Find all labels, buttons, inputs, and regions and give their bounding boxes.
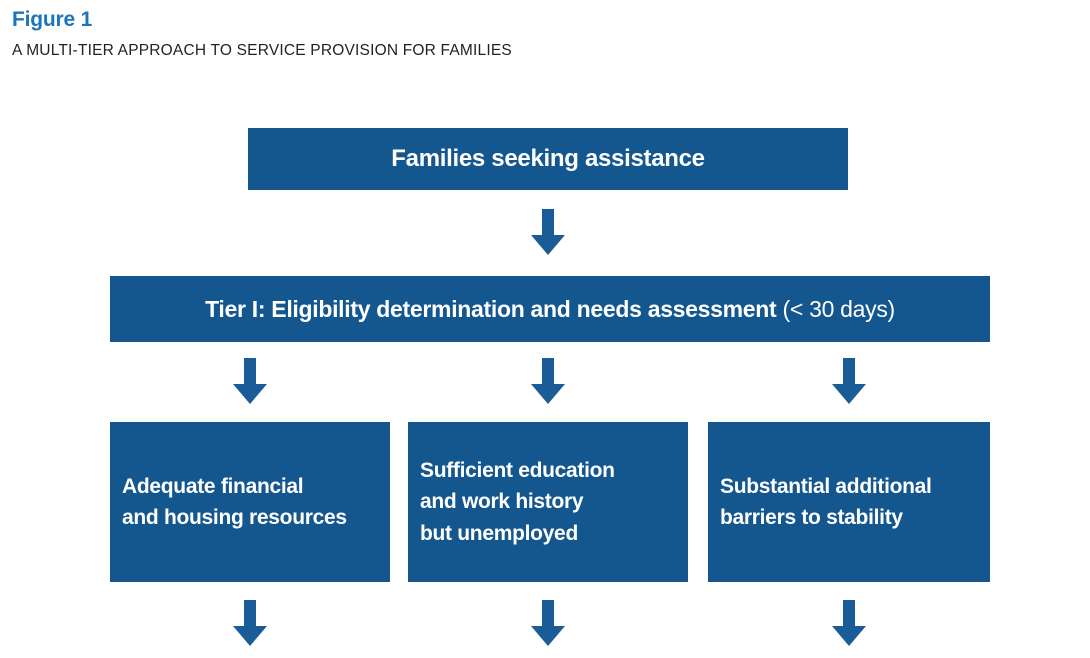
- node-label-line: Substantial additional: [720, 474, 932, 498]
- node-adequate-financial-housing: Adequate financial and housing resources: [110, 422, 390, 582]
- node-families-seeking-assistance: Families seeking assistance: [248, 128, 848, 190]
- node-label-regular: (< 30 days): [776, 295, 895, 322]
- node-label: Adequate financial and housing resources: [110, 471, 353, 534]
- node-label-line: Sufficient education: [420, 458, 615, 482]
- down-arrow-icon: [832, 600, 866, 646]
- arrow-shaft: [244, 600, 256, 626]
- node-label-line: but unemployed: [420, 521, 578, 545]
- arrow-head: [233, 384, 267, 404]
- arrow-shaft: [843, 600, 855, 626]
- node-label-line: and work history: [420, 490, 584, 514]
- figure-subtitle: A MULTI-TIER APPROACH TO SERVICE PROVISI…: [12, 42, 512, 59]
- arrow-shaft: [542, 358, 554, 384]
- node-label: Sufficient education and work history bu…: [408, 455, 621, 550]
- arrow-shaft: [542, 600, 554, 626]
- down-arrow-icon: [531, 209, 565, 255]
- down-arrow-icon: [233, 358, 267, 404]
- down-arrow-icon: [233, 600, 267, 646]
- arrow-head: [233, 626, 267, 646]
- down-arrow-icon: [832, 358, 866, 404]
- node-label-line: Adequate financial: [122, 474, 304, 498]
- down-arrow-icon: [531, 600, 565, 646]
- arrow-head: [832, 384, 866, 404]
- node-label-bold: Tier I: Eligibility determination and ne…: [205, 295, 777, 322]
- arrow-shaft: [244, 358, 256, 384]
- figure-label: Figure 1: [12, 8, 93, 31]
- down-arrow-icon: [531, 358, 565, 404]
- node-substantial-barriers: Substantial additional barriers to stabi…: [708, 422, 990, 582]
- node-label: Substantial additional barriers to stabi…: [708, 471, 938, 534]
- arrow-head: [531, 384, 565, 404]
- node-label-line: barriers to stability: [720, 506, 903, 529]
- node-tier1-eligibility: Tier I: Eligibility determination and ne…: [110, 276, 990, 342]
- arrow-head: [531, 235, 565, 255]
- arrow-head: [832, 626, 866, 646]
- arrow-shaft: [843, 358, 855, 384]
- arrow-shaft: [542, 209, 554, 235]
- node-label-line: and housing resources: [122, 506, 347, 529]
- node-label: Families seeking assistance: [391, 145, 705, 172]
- arrow-head: [531, 626, 565, 646]
- node-sufficient-education-unemployed: Sufficient education and work history bu…: [408, 422, 688, 582]
